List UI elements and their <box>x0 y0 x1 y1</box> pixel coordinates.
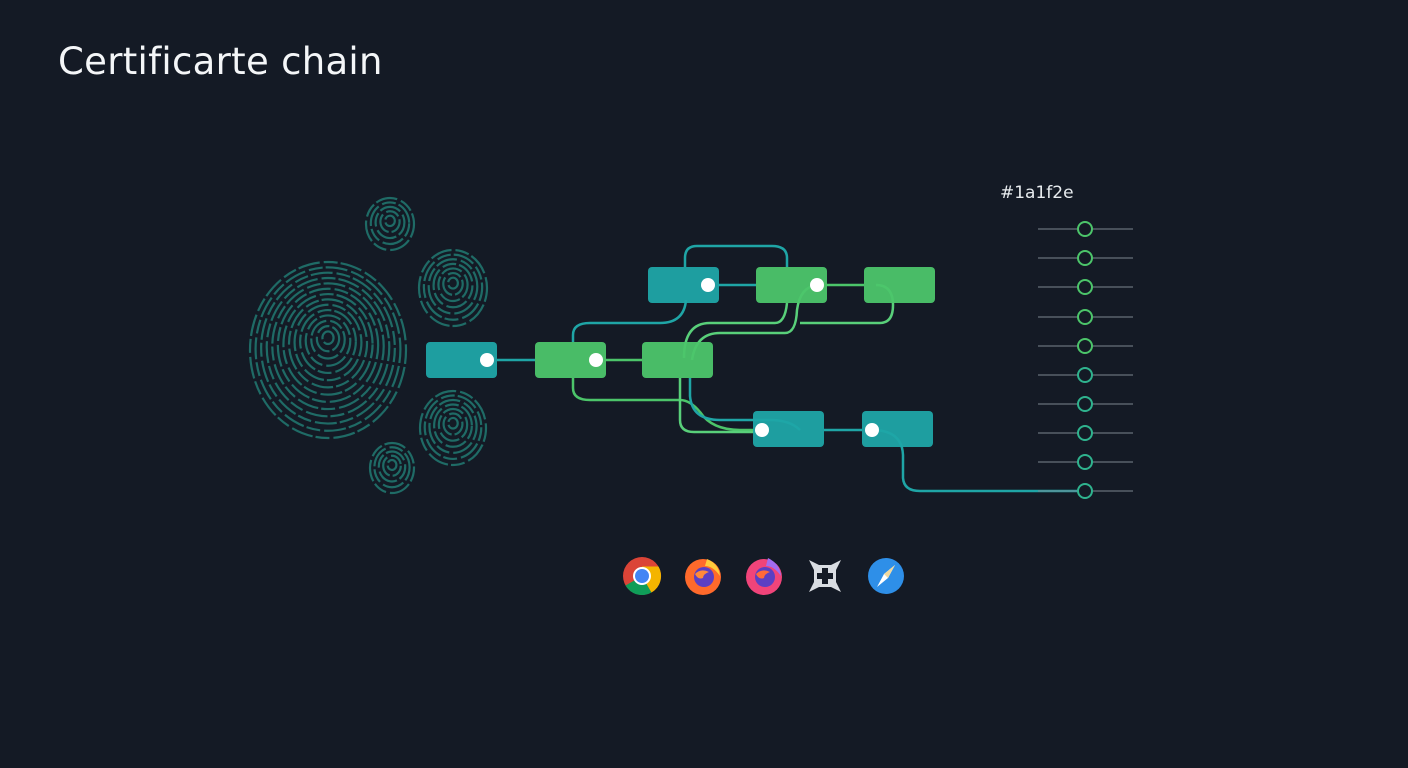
certificate-node-b[interactable] <box>535 342 606 378</box>
ladder-node <box>1077 309 1093 325</box>
color-label: #1a1f2e <box>1000 183 1074 203</box>
ladder-node <box>1077 279 1093 295</box>
firefox-icon <box>685 559 721 595</box>
connection <box>571 299 688 342</box>
fingerprint-icon <box>368 441 416 495</box>
connector-dot <box>865 423 879 437</box>
fingerprint-icon <box>364 196 416 252</box>
connector-dot <box>589 353 603 367</box>
ladder-node <box>1077 250 1093 266</box>
firefox-developer-icon <box>746 558 782 595</box>
ladder-node <box>1077 221 1093 237</box>
generic-browser-icon <box>809 560 841 592</box>
connector-dot <box>701 278 715 292</box>
certificate-node-d[interactable] <box>648 267 719 303</box>
connection <box>678 378 762 434</box>
fingerprint-icon <box>417 248 489 328</box>
fingerprint-icon <box>248 260 408 440</box>
certificate-node-g[interactable] <box>753 411 824 447</box>
ladder-node <box>1077 483 1093 499</box>
connection <box>571 378 762 432</box>
connection <box>682 302 789 359</box>
certificate-node-h[interactable] <box>862 411 933 447</box>
browser-icons <box>622 556 906 596</box>
ladder-node <box>1077 425 1093 441</box>
connector-dot <box>480 353 494 367</box>
certificate-node-a[interactable] <box>426 342 497 378</box>
ladder <box>1038 221 1133 499</box>
ladder-node <box>1077 396 1093 412</box>
safari-icon <box>868 558 904 594</box>
connection <box>683 244 789 267</box>
certificate-node-f[interactable] <box>864 267 935 303</box>
certificate-node-e[interactable] <box>756 267 827 303</box>
ladder-node <box>1077 454 1093 470</box>
connector-dot <box>810 278 824 292</box>
nodes <box>426 267 935 447</box>
page-title: Certificarte chain <box>58 40 383 83</box>
fingerprint-icons <box>248 196 489 495</box>
ladder-node <box>1077 367 1093 383</box>
fingerprint-icon <box>418 389 488 467</box>
connector-dot <box>755 423 769 437</box>
certificate-node-c[interactable] <box>642 342 713 378</box>
chrome-icon <box>623 557 662 596</box>
ladder-node <box>1077 338 1093 354</box>
